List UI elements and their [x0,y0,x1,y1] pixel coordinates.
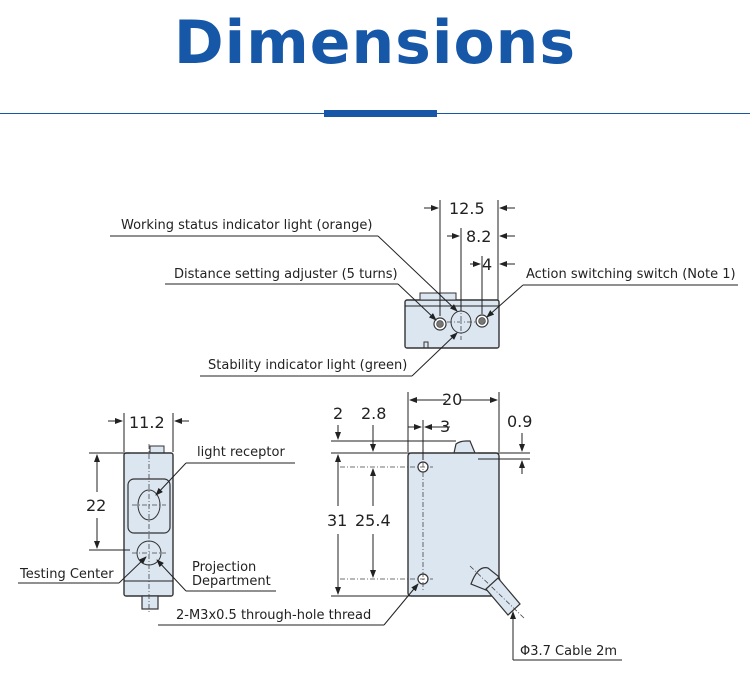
dim-11-2: 11.2 [129,413,165,432]
label-projection-2: Department [192,574,271,589]
side-view-body [407,452,500,597]
label-cable: Φ3.7 Cable 2m [520,644,617,659]
label-distance-adjuster: Distance setting adjuster (5 turns) [174,267,398,282]
dim-2-8: 2.8 [361,404,386,423]
dim-4: 4 [482,255,492,274]
dim-12-5: 12.5 [449,199,485,218]
dim-2: 2 [333,404,343,423]
dim-22: 22 [86,496,106,515]
label-working-status: Working status indicator light (orange) [121,218,372,233]
page-title: Dimensions [173,8,577,78]
label-testing-center: Testing Center [19,567,114,582]
label-projection-1: Projection [192,560,256,575]
dim-25-4: 25.4 [355,511,391,530]
front-view: 11.2 22 light receptor Testing Center Pr… [18,413,295,612]
label-action-switch: Action switching switch (Note 1) [526,267,736,282]
dim-20: 20 [442,390,462,409]
title-accent-bar [324,110,437,117]
top-view-ridge [419,292,457,301]
dim-8-2: 8.2 [466,227,491,246]
dim-31: 31 [327,511,347,530]
top-view: 12.5 8.2 4 Working status indicator ligh… [110,199,738,377]
dim-3: 3 [440,417,450,436]
side-view: 20 3 0.9 2 2.8 31 [158,390,622,661]
label-thread: 2-M3x0.5 through-hole thread [176,608,371,623]
label-stability: Stability indicator light (green) [208,358,407,373]
label-light-receptor: light receptor [197,445,285,460]
dim-0-9: 0.9 [507,412,532,431]
